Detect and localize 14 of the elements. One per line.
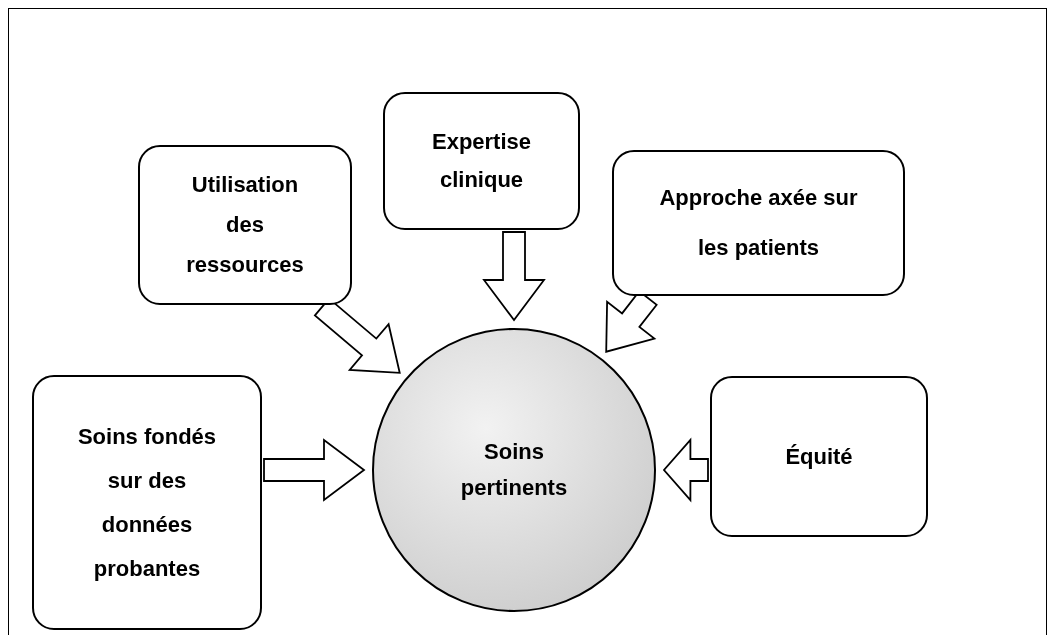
block-arrow [662,437,709,503]
concept-box [383,92,580,230]
node-label: Équité [785,442,853,471]
concept-box [612,150,905,296]
node-label: Expertise clinique [430,128,533,194]
concept-box [32,375,262,630]
node-label: Soins pertinents [459,438,569,502]
block-arrow [263,438,366,502]
concept-box [138,145,352,305]
node-label: Soins fondés sur des données probantes [77,422,217,583]
node-label: Utilisation des ressources [185,171,305,279]
concept-box [710,376,928,537]
node-label: Approche axée sur les patients [658,184,859,262]
block-arrow [482,231,546,322]
